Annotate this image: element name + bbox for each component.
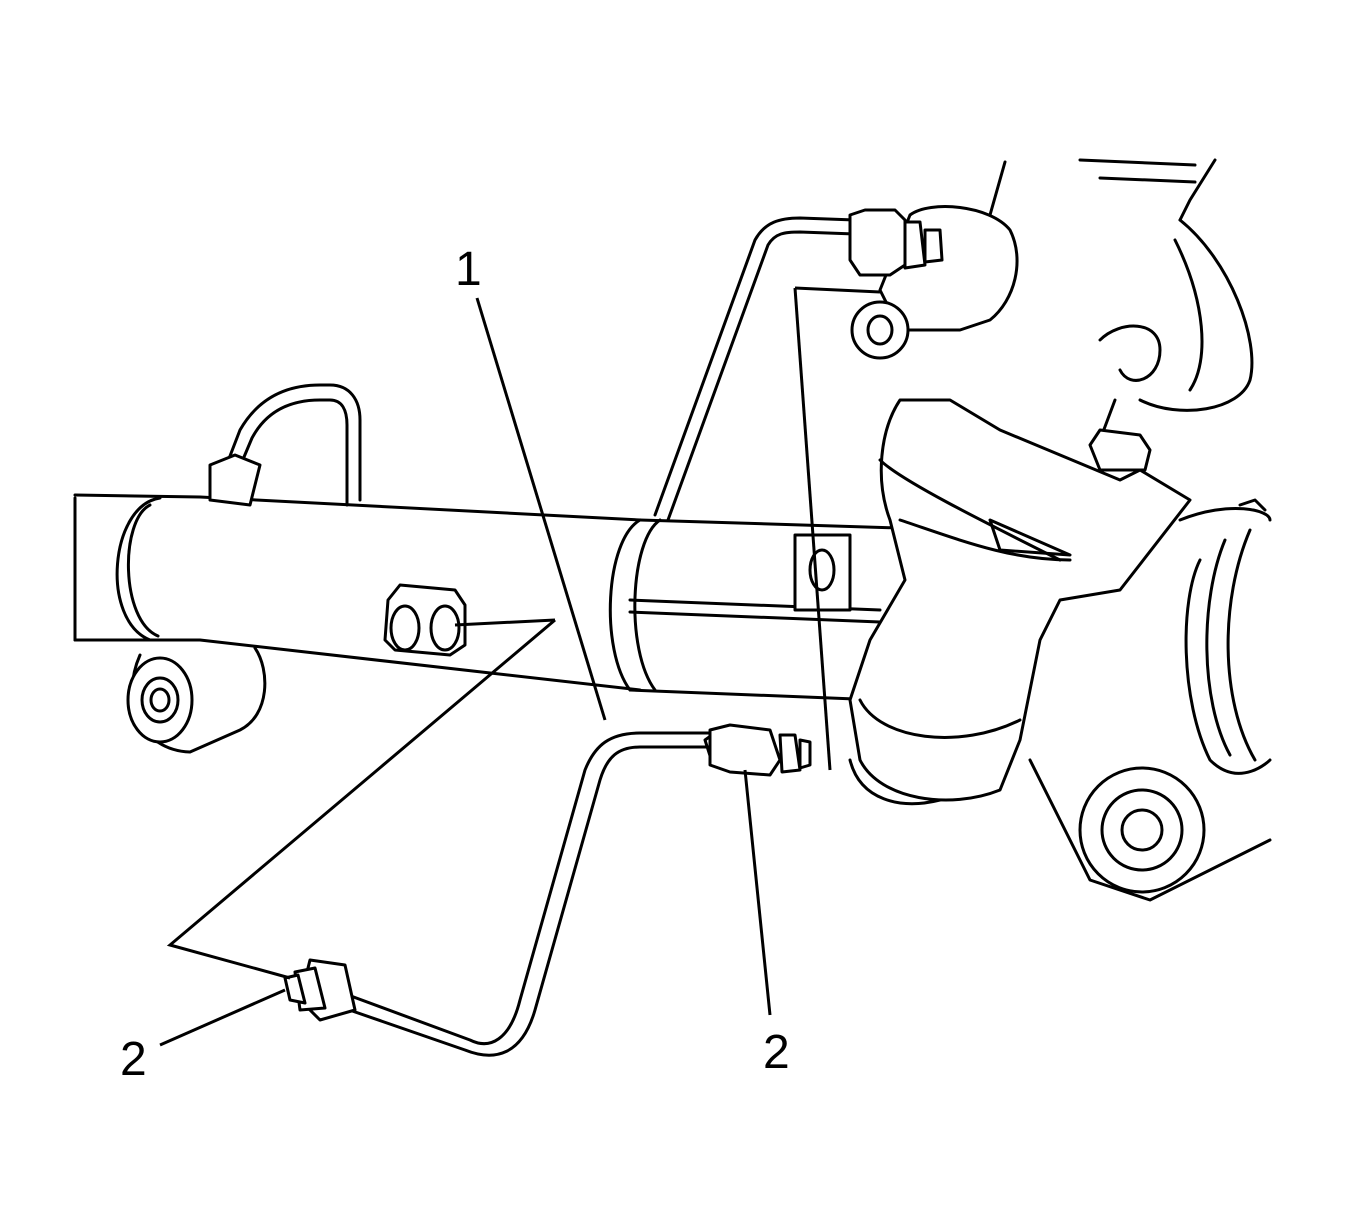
callout-1: 1 [455, 243, 482, 296]
leader-line-2-bottom-left [159, 618, 556, 1047]
fluid-line-upper-run [653, 216, 857, 522]
input-shaft-column [988, 158, 1254, 442]
leader-line-2-upper [793, 286, 881, 771]
leader-line-2-bottom-center [743, 769, 772, 1016]
valve-body-housing [848, 398, 1192, 806]
fluid-line-lower-run [333, 731, 722, 1057]
callout-2-center: 2 [763, 1026, 790, 1079]
right-mount-bushing [1028, 758, 1272, 902]
right-end-boot [1178, 498, 1272, 775]
leader-line-1 [475, 297, 607, 721]
upper-line-fitting [848, 208, 944, 277]
lower-right-line-fitting [703, 723, 812, 777]
upper-left-tube [208, 383, 362, 507]
callout-2-left: 2 [120, 1033, 147, 1086]
rack-middle-section [608, 518, 902, 702]
housing-port-fitting [383, 583, 467, 657]
lower-left-line-fitting [283, 958, 357, 1022]
left-mount-bushing [126, 646, 267, 754]
valve-bolt-head [1088, 428, 1152, 472]
